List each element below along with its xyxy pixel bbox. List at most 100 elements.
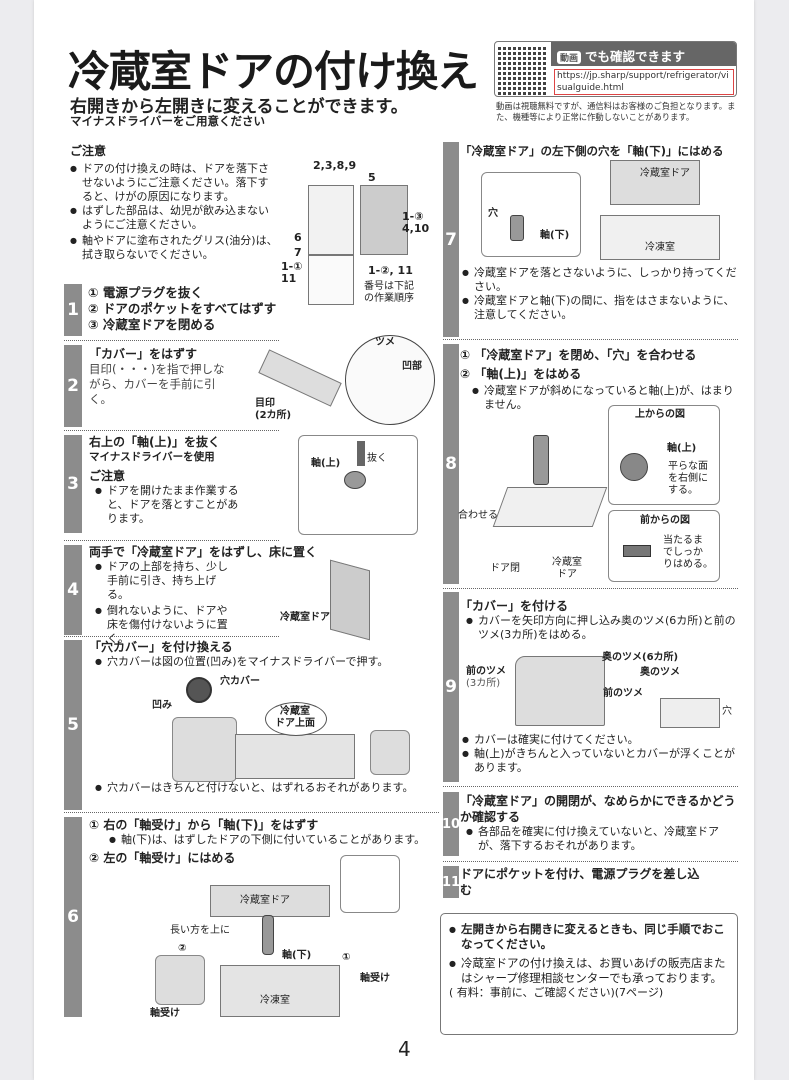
cover-attach-illustration: 奥のツメ(6カ所) 前のツメ (3カ所) 奥のツメ 前のツメ 穴 xyxy=(460,650,740,735)
step-number: 2 xyxy=(64,345,82,427)
step-number: 3 xyxy=(64,435,82,533)
divider xyxy=(443,786,738,787)
illustration-label: 冷蔵室 ドア上面 xyxy=(275,706,315,729)
tool-note: マイナスドライバーをご用意ください xyxy=(70,114,266,128)
step-number: 6 xyxy=(64,817,82,1017)
divider xyxy=(64,812,439,813)
caution-item: 軸やドアに塗布されたグリス(油分)は、拭き取らないでください。 xyxy=(70,234,278,262)
illustration-label: 5 xyxy=(368,171,376,184)
step-11: ドアにポケットを付け、電源プラグを差し込む xyxy=(460,867,700,897)
step-number: 10 xyxy=(442,792,460,856)
caution-section: ご注意 ドアの付け換えの時は、ドアを落下させないようにご注意ください。落下すると… xyxy=(70,143,278,262)
step-8: ① 「冷蔵室ドア」を閉め、「穴」を合わせる ② 「軸(上)」をはめる 冷蔵室ドア… xyxy=(460,346,740,412)
shaft-top-illustration: 軸(上) 抜く xyxy=(298,435,418,535)
step-4: 両手で「冷蔵室ドア」をはずし、床に置く ドアの上部を持ち、少し手前に引き、持ち上… xyxy=(89,544,317,646)
illustration-label: 穴カバー xyxy=(220,676,260,687)
divider xyxy=(64,540,279,541)
illustration-label: 合わせる xyxy=(458,510,498,521)
illustration-label: 軸(下) xyxy=(540,230,570,241)
illustration-label: 冷蔵室ドア xyxy=(240,895,290,906)
illustration-label: ② xyxy=(178,943,187,954)
step-number: 4 xyxy=(64,545,82,635)
note-item: 冷蔵室ドアの付け換えは、お買いあげの販売店またはシャープ修理相談センターでも承っ… xyxy=(449,956,729,986)
step-number: 11 xyxy=(442,866,460,898)
illustration-label: 穴 xyxy=(488,208,498,219)
illustration-label: ツメ xyxy=(375,337,395,348)
page-subtitle: 右開きから左開きに変えることができます。 xyxy=(70,97,408,117)
illustration-label: 前のツメ xyxy=(603,688,643,699)
illustration-label: 冷蔵室ドア xyxy=(640,168,690,179)
step-6: ① 右の「軸受け」から「軸(下)」をはずす 軸(下)は、はずしたドアの下側に付い… xyxy=(89,817,434,866)
illustration-label: 1-③ 4,10 xyxy=(402,210,430,235)
illustration-label: 冷蔵室 ドア xyxy=(552,557,582,580)
step-9-note: カバーは確実に付けてください。 xyxy=(462,733,740,747)
illustration-label: 当たるま でしっか りはめる。 xyxy=(663,535,713,570)
video-guide-box: 動画でも確認できます https://jp.sharp/support/refr… xyxy=(494,41,737,97)
qr-code-icon[interactable] xyxy=(498,45,548,95)
step-2: 「カバー」をはずす 目印(・・・)を指で押しながら、カバーを手前に引く。 xyxy=(89,347,225,406)
fridge-diagram: 2,3,8,9 5 1-③ 4,10 6 7 1-① 11 1-②, 11 番号… xyxy=(280,155,440,310)
divider xyxy=(64,636,279,637)
illustration-label: 抜く xyxy=(367,453,387,464)
illustration-label: ① xyxy=(342,952,351,963)
note-item: 左開きから右開きに変えるときも、同じ手順でおこなってください。 xyxy=(449,922,729,952)
step-number: 9 xyxy=(443,592,459,782)
step-9: 「カバー」を付ける カバーを矢印方向に押し込み奥のツメ(6カ所)と前のツメ(3カ… xyxy=(460,598,740,642)
divider xyxy=(64,430,279,431)
divider xyxy=(443,588,738,589)
illustration-label: 軸(上) xyxy=(667,443,697,454)
illustration-label: 1-① 11 xyxy=(281,260,303,285)
illustration-label: 上からの図 xyxy=(635,409,685,420)
illustration-label: 7 xyxy=(294,246,302,259)
illustration-label: 軸受け xyxy=(360,973,390,984)
illustration-label: 奥のツメ(6カ所) xyxy=(602,652,679,663)
play-video-icon: 動画 xyxy=(557,51,582,64)
shaft-top-insert-illustration: 上からの図 軸(上) 平らな面 を右側に する。 前からの図 当たるま でしっか… xyxy=(455,405,740,585)
illustration-label: 軸受け xyxy=(150,1008,180,1019)
step-number: 5 xyxy=(64,640,82,810)
note-box: 左開きから右開きに変えるときも、同じ手順でおこなってください。 冷蔵室ドアの付け… xyxy=(440,913,738,1035)
illustration-label: 目印 (2カ所) xyxy=(255,398,292,421)
step-7-note: 冷蔵室ドアを落とさないように、しっかり持ってください。 xyxy=(462,266,740,294)
illustration-label: 冷蔵室ドア xyxy=(280,612,330,623)
step-5: 「穴カバー」を付け換える 穴カバーは図の位置(凹み)をマイナスドライバーで押す。 xyxy=(89,639,439,669)
step-3: 右上の「軸(上)」を抜く マイナスドライバーを使用 ご注意 ドアを開けたまま作業… xyxy=(89,434,249,526)
illustration-label: 前からの図 xyxy=(640,515,690,526)
illustration-label: 奥のツメ xyxy=(640,667,680,678)
step-7-note: 冷蔵室ドアと軸(下)の間に、指をはさまないように、注意してください。 xyxy=(462,294,740,322)
caution-item: はずした部品は、幼児が飲み込まないようにご注意ください。 xyxy=(70,204,278,232)
divider xyxy=(443,861,738,862)
shaft-insert-illustration: 穴 軸(下) 冷蔵室ドア 冷凍室 xyxy=(470,160,740,260)
step-number: 8 xyxy=(443,344,459,584)
illustration-label: 軸(下) xyxy=(282,950,312,961)
illustration-label: 冷凍室 xyxy=(260,995,290,1006)
page-title: 冷蔵室ドアの付け換え xyxy=(68,47,479,96)
illustration-label: 6 xyxy=(294,231,302,244)
video-note: 動画は視聴無料ですが、通信料はお客様のご負担となります。また、機種等により正常に… xyxy=(496,101,736,122)
illustration-label: 長い方を上に xyxy=(170,925,230,936)
caution-title: ご注意 xyxy=(70,144,107,158)
step-number: 7 xyxy=(443,142,459,337)
cover-illustration: ツメ 凹部 目印 (2カ所) xyxy=(250,335,440,430)
fee-note: ( 有料：事前に、ご確認ください)(7ページ) xyxy=(449,986,664,999)
illustration-label: 前のツメ xyxy=(466,666,506,677)
illustration-label: 凹部 xyxy=(402,361,422,372)
illustration-label: ドア閉 xyxy=(490,563,520,574)
video-url-link[interactable]: https://jp.sharp/support/refrigerator/vi… xyxy=(554,69,734,95)
divider xyxy=(443,339,738,340)
step-10: 「冷蔵室ドア」の開閉が、なめらかにできるかどうか確認する 各部品を確実に付け換え… xyxy=(460,793,740,853)
step-9-note: 軸(上)がきちんと入っていないとカバーが浮くことがあります。 xyxy=(462,747,740,775)
illustration-label: 穴 xyxy=(722,706,732,717)
page-number: 4 xyxy=(398,1037,411,1061)
illustration-label: (3カ所) xyxy=(466,678,501,689)
hole-cover-illustration: 穴カバー 凹み 冷蔵室 ドア上面 xyxy=(152,672,440,782)
divider xyxy=(64,340,279,341)
illustration-label: 番号は下記の作業順序 xyxy=(364,281,414,304)
illustration-label: 平らな面 を右側に する。 xyxy=(668,461,708,496)
step-1: ① 電源プラグを抜く ② ドアのポケットをすべてはずす ③ 冷蔵室ドアを閉める xyxy=(88,285,277,332)
door-removal-illustration: 冷蔵室ドア xyxy=(280,559,440,641)
step-number: 1 xyxy=(64,284,82,336)
caution-item: ドアの付け換えの時は、ドアを落下させないようにご注意ください。落下すると、けがの… xyxy=(70,162,278,204)
step-5-note: 穴カバーはきちんと付けないと、はずれるおそれがあります。 xyxy=(95,781,435,795)
illustration-label: 冷凍室 xyxy=(645,242,675,253)
